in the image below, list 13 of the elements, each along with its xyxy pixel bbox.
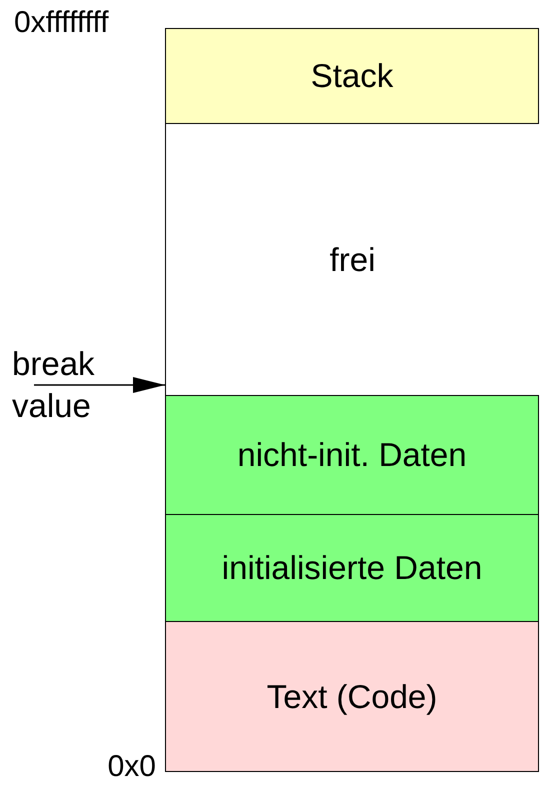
segment-label: nicht-init. Daten [237, 435, 467, 476]
memory-segment [165, 395, 539, 515]
segment-label: frei [330, 240, 376, 280]
arrow [34, 377, 165, 393]
segment-label: initialisierte Daten [222, 548, 482, 588]
segment-label: Text (Code) [266, 676, 438, 717]
memory-segment [165, 622, 539, 772]
address-label: 0xffffffff [14, 8, 110, 38]
address-label: 0x0 [106, 752, 156, 782]
memory-segment [165, 515, 539, 622]
segment-label: Stack [310, 56, 394, 96]
memory-segment [165, 28, 539, 124]
segment-label: break value [12, 344, 96, 426]
